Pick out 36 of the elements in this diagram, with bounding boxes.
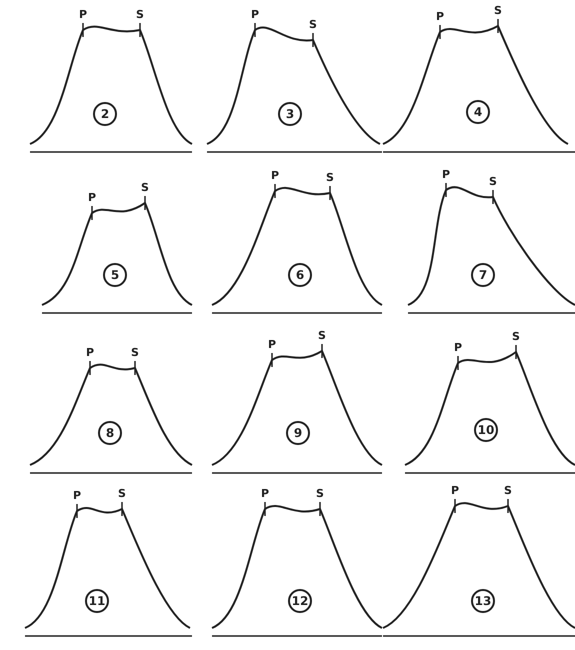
curve-number: 9 (286, 421, 310, 445)
point-label: S (504, 485, 512, 497)
point-label: P (86, 347, 94, 359)
point-label: S (512, 331, 520, 343)
point-label: S (489, 176, 497, 188)
curve-number: 2 (93, 102, 117, 126)
curve-number: 13 (471, 589, 495, 613)
point-label: S (131, 347, 139, 359)
curve-number: 12 (288, 589, 312, 613)
point-label: P (454, 342, 462, 354)
point-label: P (268, 339, 276, 351)
point-label: P (271, 170, 280, 182)
point-label: S (318, 330, 326, 342)
point-label: S (309, 19, 317, 31)
point-label: S (136, 9, 144, 21)
point-label: S (326, 172, 334, 184)
point-label: P (442, 169, 450, 181)
curve-number: 7 (471, 263, 495, 287)
curve-number: 5 (103, 263, 127, 287)
point-label: P (73, 490, 82, 502)
point-label: S (141, 182, 149, 194)
curve-number: 11 (85, 589, 109, 613)
point-label: S (118, 488, 126, 500)
point-label: S (494, 5, 502, 17)
point-label: P (88, 192, 96, 204)
curve-number: 3 (278, 102, 302, 126)
point-label: P (251, 9, 260, 21)
point-label: P (436, 11, 444, 23)
curve-number: 10 (474, 418, 498, 442)
curve-number: 6 (288, 263, 312, 287)
curve-number: 8 (98, 421, 122, 445)
point-label: P (261, 488, 270, 500)
curve-number: 4 (466, 100, 490, 124)
point-label: P (79, 9, 88, 21)
point-label: P (451, 485, 460, 497)
point-label: S (316, 488, 324, 500)
